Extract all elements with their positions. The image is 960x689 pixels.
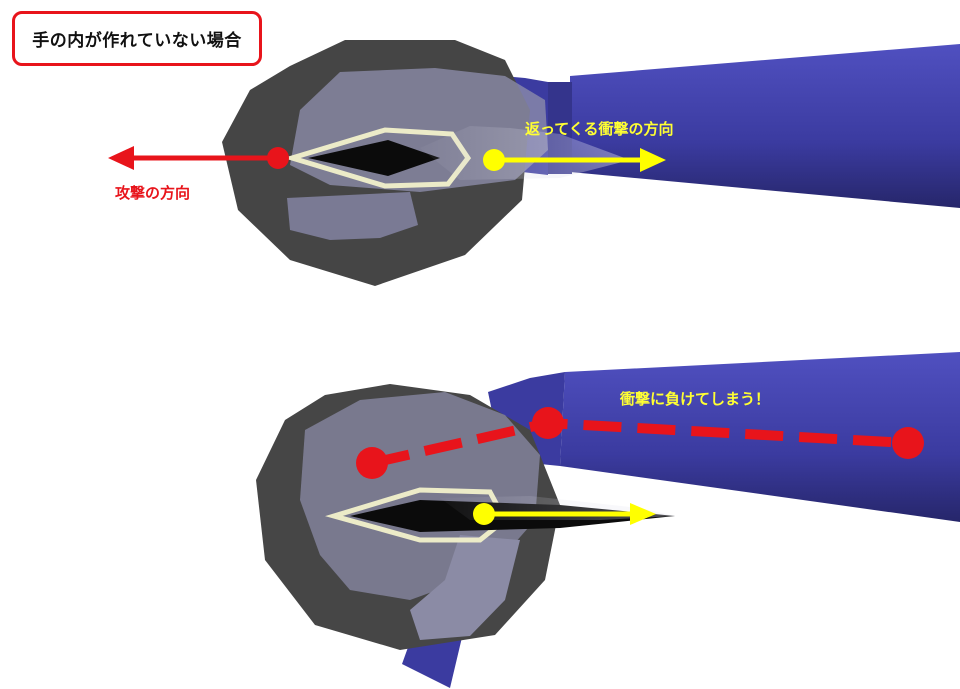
- bottom-thumb: [410, 535, 520, 640]
- lose-to-impact-label: 衝撃に負けてしまう！: [620, 390, 771, 408]
- top-grip-figure: [108, 40, 960, 286]
- return-impact-origin-dot: [483, 149, 505, 171]
- top-fingers: [287, 192, 418, 240]
- top-sleeve: [570, 44, 960, 208]
- bottom-grip-figure: [256, 352, 960, 688]
- return-impact-arrowhead: [640, 148, 666, 172]
- title-text: 手の内が作れていない場合: [32, 31, 242, 51]
- collapse-point-elbow: [892, 427, 924, 459]
- bottom-impact-origin-dot: [473, 503, 495, 525]
- title-box: 手の内が作れていない場合: [12, 11, 262, 66]
- bottom-impact-arrowhead: [630, 503, 656, 525]
- collapse-point-hand: [356, 447, 388, 479]
- attack-direction-arrowhead: [108, 146, 134, 170]
- top-blade-glint: [420, 126, 630, 180]
- top-blade: [308, 140, 440, 176]
- attack-direction-label: 攻撃の方向: [115, 184, 191, 202]
- return-direction-label: 返ってくる衝撃の方向: [525, 120, 674, 138]
- collapse-point-wrist: [532, 407, 564, 439]
- attack-origin-dot: [267, 147, 289, 169]
